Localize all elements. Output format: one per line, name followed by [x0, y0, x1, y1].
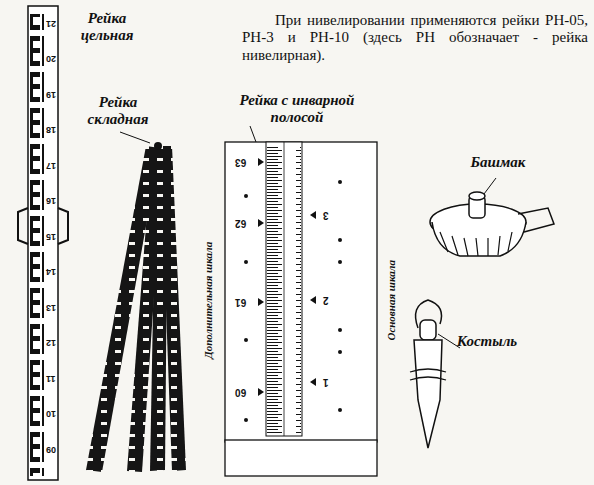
folding-rod: [86, 132, 186, 472]
part-name: Рейка складная: [82, 94, 154, 129]
rod-number: 20: [45, 54, 57, 64]
rod-number: 12: [45, 338, 57, 348]
rod-number: 21: [45, 19, 57, 29]
rod-number: 11: [45, 374, 57, 384]
part-name: Рейка цельная: [74, 10, 140, 45]
rod-number: 18: [45, 125, 57, 135]
scale-number: 2: [323, 294, 329, 306]
scale-number: 60: [235, 386, 246, 398]
note-text: При нивелировании применяются рейки РН-0…: [242, 12, 588, 64]
rod-number: 13: [45, 303, 57, 313]
invar-rod: [225, 126, 377, 476]
solid-rod: [18, 6, 68, 480]
part-name: Башмак: [471, 154, 526, 171]
scale-number: 62: [235, 217, 246, 229]
rod-number: 16: [45, 196, 57, 206]
part-name: Костыль: [457, 333, 517, 350]
scale-number: 61: [235, 296, 246, 308]
scale-number: 63: [235, 156, 246, 168]
stake: [410, 300, 460, 448]
rod-number: 17: [45, 161, 57, 171]
part-name: Рейка с инварной полосой: [232, 92, 362, 127]
rod-number: 14: [45, 267, 57, 277]
scale-number: 3: [323, 209, 329, 221]
rod-number: 15: [45, 232, 57, 242]
rod-number: 19: [45, 90, 57, 100]
scale-name: Дополнительная шкала: [203, 241, 216, 358]
rod-number: 09: [45, 445, 57, 455]
shoe: [430, 178, 554, 256]
scale-number: 1: [323, 376, 329, 388]
rod-number: 10: [45, 409, 57, 419]
scale-name: Основная шкала: [385, 260, 398, 340]
